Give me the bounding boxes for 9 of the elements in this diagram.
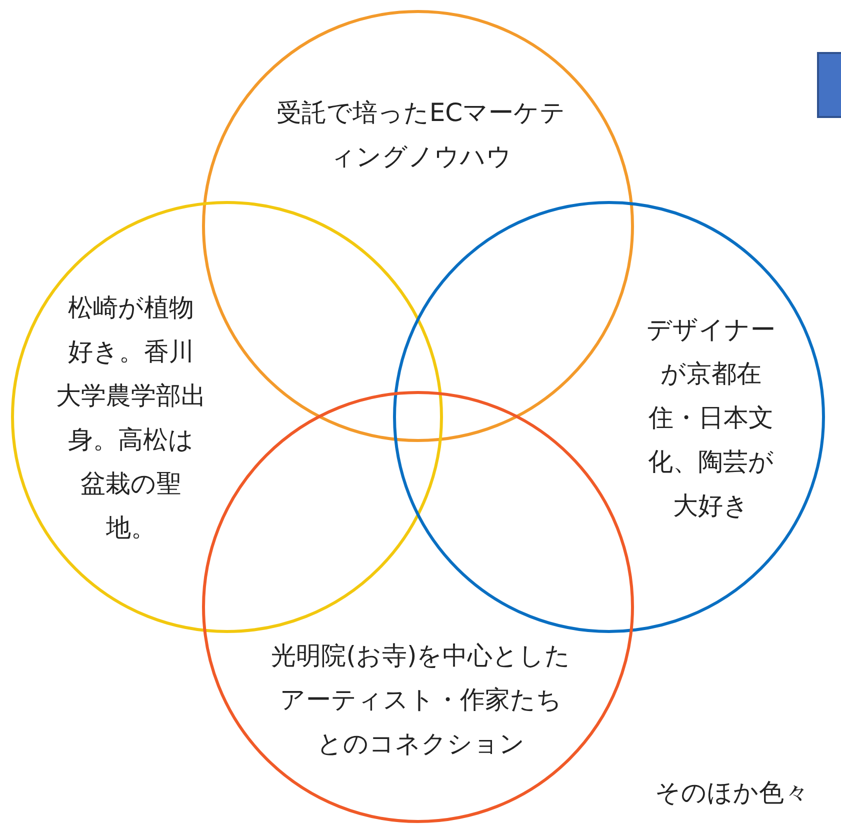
circle-label: 光明院(お寺)を中心としたアーティスト・作家たちとのコネクション xyxy=(271,640,571,760)
venn-circle xyxy=(393,201,825,633)
circle-label: 受託で培ったECマーケティングノウハウ xyxy=(275,97,567,173)
venn-circle xyxy=(202,10,634,442)
venn-circle xyxy=(11,201,443,633)
note-text: そのほか色々 xyxy=(655,777,809,809)
venn-circle xyxy=(202,391,634,823)
circle-label: デザイナーが京都在住・日本文化、陶芸が大好き xyxy=(646,314,776,522)
circle-label: 松崎が植物好き。香川大学農学部出身。高松は盆栽の聖地。 xyxy=(56,292,206,544)
